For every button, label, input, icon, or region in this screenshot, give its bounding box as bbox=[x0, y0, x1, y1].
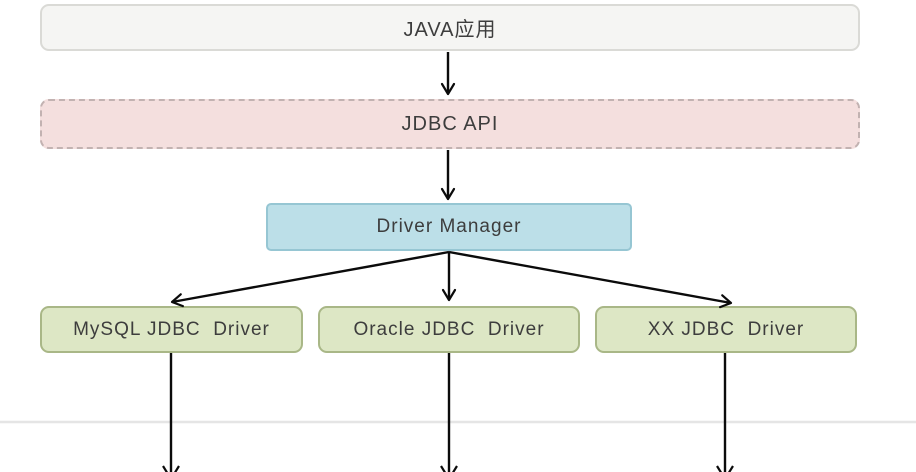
connector-oracle-down bbox=[440, 353, 458, 472]
connector-mysql-down bbox=[162, 353, 180, 472]
node-oracle-jdbc-driver-label: Oracle JDBC Driver bbox=[353, 318, 545, 340]
node-jdbc-api-label: JDBC API bbox=[401, 112, 499, 135]
node-driver-manager-label: Driver Manager bbox=[376, 216, 522, 237]
node-driver-manager: Driver Manager bbox=[266, 203, 632, 251]
node-xx-jdbc-driver: XX JDBC Driver bbox=[595, 306, 857, 353]
node-mysql-jdbc-driver-label: MySQL JDBC Driver bbox=[73, 318, 270, 340]
node-oracle-jdbc-driver: Oracle JDBC Driver bbox=[318, 306, 580, 353]
connector-manager-to-mysql bbox=[170, 250, 450, 308]
node-java-app-label: JAVA应用 bbox=[403, 19, 497, 41]
connector-xx-down bbox=[716, 353, 734, 472]
node-xx-jdbc-driver-label: XX JDBC Driver bbox=[647, 318, 805, 340]
node-jdbc-api: JDBC API bbox=[40, 99, 860, 149]
connector-manager-to-xx bbox=[448, 250, 733, 309]
node-mysql-jdbc-driver: MySQL JDBC Driver bbox=[40, 306, 303, 353]
node-java-app: JAVA应用 bbox=[40, 4, 860, 51]
